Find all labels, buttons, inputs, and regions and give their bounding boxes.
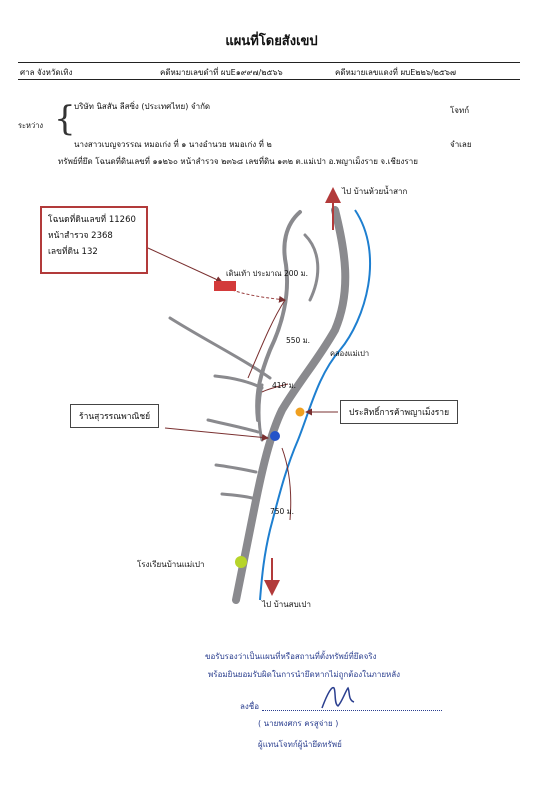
signature-line bbox=[262, 710, 442, 711]
temple-marker bbox=[295, 407, 305, 417]
certification-line-2: พร้อมยินยอมรับผิดในการนำยึดหากไม่ถูกต้อง… bbox=[208, 670, 401, 679]
red-case-number: คดีหมายเลขแดงที่ ผบE๒๒๖/๒๕๖๗ bbox=[335, 68, 457, 77]
label-550m: 550 ม. bbox=[286, 336, 311, 345]
signer-role: ผู้แทนโจทก์ผู้นำยึดทรัพย์ bbox=[258, 740, 342, 749]
property-marker bbox=[214, 281, 236, 291]
deed-pointer bbox=[147, 247, 223, 283]
road-inner bbox=[257, 383, 264, 442]
header-top-rule bbox=[18, 62, 520, 63]
label-walk-distance: เดินเท้า ประมาณ 200 ม. bbox=[226, 269, 309, 278]
main-highway bbox=[232, 206, 350, 604]
label-750m: 750 ม. bbox=[270, 507, 295, 516]
land-number: เลขที่ดิน 132 bbox=[48, 247, 98, 257]
road-west-branch-2 bbox=[213, 374, 264, 390]
label-to-north: ไป บ้านห้วยน้ำสาก bbox=[342, 187, 408, 196]
signer-name: ( นายพงศกร ครสูจ่าย ) bbox=[258, 719, 339, 728]
store-label-box: ร้านสุวรรณพาณิชย์ bbox=[70, 404, 160, 428]
black-case-number: คดีหมายเลขดำที่ ผบE๑๙๙๗/๒๕๖๖ bbox=[160, 68, 283, 77]
certification-line-1: ขอรับรองว่าเป็นแผนที่หรือสถานที่ตั้งทรัพ… bbox=[205, 652, 377, 661]
label-410m: 410 ม. bbox=[272, 381, 297, 390]
deed-number: โฉนดที่ดินเลขที่ 11260 bbox=[48, 215, 136, 225]
route-550 bbox=[247, 299, 286, 379]
between-label: ระหว่าง bbox=[18, 121, 44, 130]
route-750 bbox=[281, 447, 292, 521]
court-name: ศาล จังหวัดเทิง bbox=[20, 68, 73, 77]
road-loop bbox=[303, 233, 320, 302]
property-description: ทรัพย์ที่ยึด โฉนดที่ดินเลขที่ ๑๑๒๖๐ หน้า… bbox=[58, 157, 418, 166]
plaintiff-name: บริษัท นิสสัน ลีสซิ่ง (ประเทศไทย) จำกัด bbox=[74, 102, 211, 111]
road-side-lower bbox=[214, 463, 258, 474]
road-west-branch bbox=[168, 316, 272, 380]
plaintiff-role: โจทก์ bbox=[450, 106, 470, 115]
defendant-names: นางสาวเบญจวรรณ หมอเก่ง ที่ ๑ นางอำนวย หม… bbox=[74, 140, 272, 149]
label-canal: คลองแม่เปา bbox=[330, 349, 370, 358]
label-school: โรงเรียนบ้านแม่เปา bbox=[137, 560, 205, 569]
route-410 bbox=[261, 383, 289, 393]
road-west-upper bbox=[255, 210, 302, 422]
signature-scribble bbox=[321, 686, 355, 709]
header-bottom-rule bbox=[18, 79, 520, 80]
road-side-lower-2 bbox=[220, 492, 254, 500]
sign-label: ลงชื่อ bbox=[240, 702, 260, 711]
road-southwest bbox=[206, 418, 260, 434]
map-title: แผนที่โดยสังเขป bbox=[225, 34, 318, 49]
store-marker bbox=[270, 431, 280, 441]
roads bbox=[168, 206, 350, 604]
store-pointer bbox=[164, 427, 269, 441]
label-to-south: ไป บ้านสบเปา bbox=[262, 600, 311, 609]
river bbox=[259, 209, 371, 601]
deed-info-box: โฉนดที่ดินเลขที่ 11260 หน้าสำรวจ 2368 เล… bbox=[40, 206, 148, 274]
defendant-role: จำเลย bbox=[450, 140, 472, 149]
school-marker bbox=[235, 556, 247, 568]
survey-page: หน้าสำรวจ 2368 bbox=[48, 231, 113, 241]
walk-path bbox=[231, 289, 286, 303]
temple-label-box: ประสิทธิ์การค้าพญาเม็งราย bbox=[340, 400, 459, 424]
party-brace: { bbox=[54, 99, 76, 139]
